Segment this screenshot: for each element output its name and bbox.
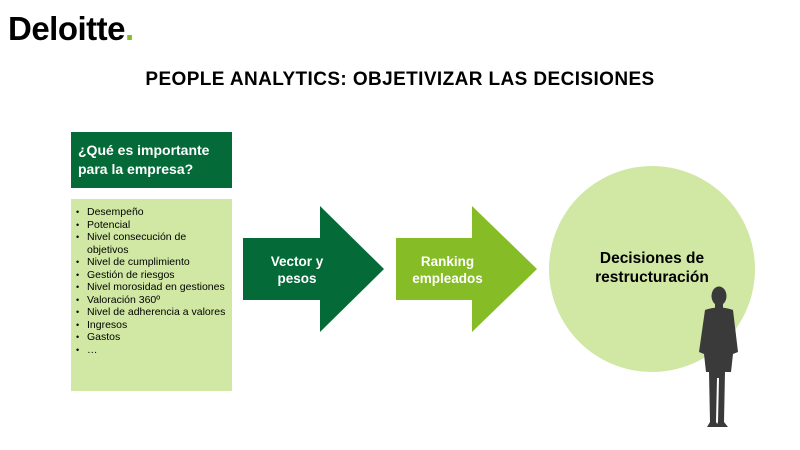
question-line-1: ¿Qué es importante xyxy=(78,142,210,158)
criteria-item: Valoración 360º xyxy=(75,294,228,307)
vector-arrow-line-1: Vector y xyxy=(270,254,324,269)
ranking-arrow-line-1: Ranking xyxy=(420,254,475,269)
criteria-list-box: Desempeño Potencial Nivel consecución de… xyxy=(71,199,232,391)
ranking-arrow-line-2: empleados xyxy=(412,271,483,286)
criteria-item: Nivel de adherencia a valores xyxy=(75,306,228,319)
logo-text: Deloitte xyxy=(8,10,126,47)
page-title: PEOPLE ANALYTICS: OBJETIVIZAR LAS DECISI… xyxy=(145,69,655,90)
decision-circle-label: Decisiones de restructuración xyxy=(572,249,732,287)
question-box: ¿Qué es importante para la empresa? xyxy=(71,132,232,188)
question-line-2: para la empresa? xyxy=(78,161,194,177)
deloitte-logo: Deloitte. xyxy=(8,12,134,45)
criteria-item: Gastos xyxy=(75,331,228,344)
vector-arrow-shape xyxy=(243,206,384,332)
logo-dot: . xyxy=(125,10,134,47)
criteria-item: Nivel morosidad en gestiones xyxy=(75,281,228,294)
criteria-item: Ingresos xyxy=(75,319,228,332)
criteria-list: Desempeño Potencial Nivel consecución de… xyxy=(75,206,228,356)
criteria-item: Nivel de cumplimiento xyxy=(75,256,228,269)
ranking-arrow-shape xyxy=(396,206,537,332)
criteria-item: Desempeño xyxy=(75,206,228,219)
ranking-arrow-label: Ranking empleados xyxy=(400,253,495,287)
criteria-item: Gestión de riesgos xyxy=(75,269,228,282)
vector-arrow-line-2: pesos xyxy=(277,271,317,286)
businessman-silhouette-icon xyxy=(699,286,738,427)
criteria-item: … xyxy=(75,344,228,357)
decision-line-1: Decisiones de xyxy=(599,250,705,267)
criteria-item: Nivel consecución de objetivos xyxy=(75,231,228,256)
vector-arrow-label: Vector y pesos xyxy=(257,253,337,287)
decision-line-2: restructuración xyxy=(595,269,709,286)
criteria-item: Potencial xyxy=(75,219,228,232)
